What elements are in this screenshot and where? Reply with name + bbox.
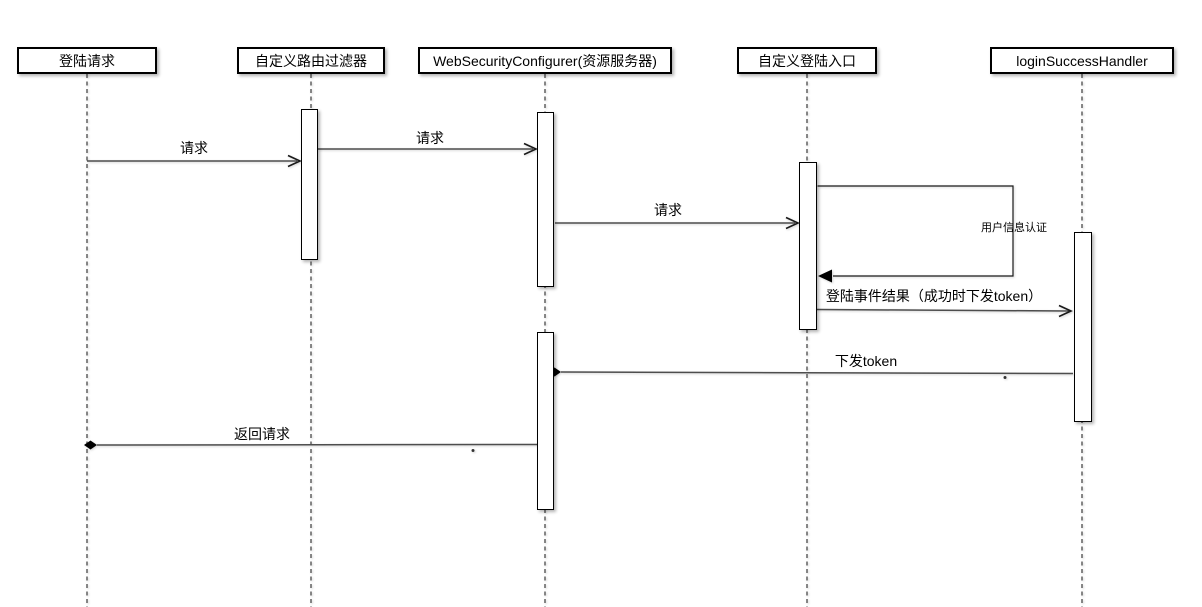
participant-label: WebSecurityConfigurer(资源服务器) bbox=[433, 52, 657, 69]
participant-label: loginSuccessHandler bbox=[1016, 52, 1148, 69]
diamond-endpoint-icon bbox=[84, 440, 97, 450]
message-label-request-2: 请求 bbox=[416, 130, 444, 146]
activation-custom-route-filter bbox=[301, 109, 318, 260]
participant-web-security-configurer: WebSecurityConfigurer(资源服务器) bbox=[418, 47, 672, 74]
participant-login-success-handler: loginSuccessHandler bbox=[990, 47, 1174, 74]
stray-dot bbox=[471, 449, 475, 452]
stray-dot bbox=[1003, 376, 1007, 379]
open-arrowhead-icon bbox=[785, 216, 800, 230]
message-line-login-event-result bbox=[816, 308, 1070, 312]
message-label-return-request: 返回请求 bbox=[234, 426, 290, 442]
open-arrowhead-icon bbox=[1058, 304, 1073, 318]
activation-web-security-configurer-1 bbox=[537, 112, 554, 287]
open-arrowhead-icon bbox=[287, 154, 302, 168]
open-arrowhead-icon bbox=[523, 142, 538, 156]
message-label-request-1: 请求 bbox=[180, 140, 208, 156]
participant-label: 登陆请求 bbox=[59, 52, 115, 69]
filled-arrowhead-icon bbox=[818, 269, 832, 283]
participant-label: 自定义登陆入口 bbox=[758, 52, 856, 69]
participant-custom-login-entry: 自定义登陆入口 bbox=[737, 47, 877, 74]
message-line-return-request bbox=[96, 443, 538, 446]
activation-web-security-configurer-2 bbox=[537, 332, 554, 510]
participant-custom-route-filter: 自定义路由过滤器 bbox=[237, 47, 385, 74]
participant-label: 自定义路由过滤器 bbox=[255, 52, 367, 69]
message-line-issue-token bbox=[560, 371, 1074, 375]
message-label-request-3: 请求 bbox=[654, 202, 682, 218]
activation-login-success-handler bbox=[1074, 232, 1092, 422]
message-label-user-info-auth: 用户信息认证 bbox=[981, 222, 1047, 234]
message-label-login-event-result: 登陆事件结果（成功时下发token） bbox=[825, 288, 1043, 304]
activation-custom-login-entry bbox=[799, 162, 817, 330]
message-label-issue-token: 下发token bbox=[834, 353, 898, 369]
self-call-loop-line bbox=[817, 185, 1014, 277]
participant-login-request: 登陆请求 bbox=[17, 47, 157, 74]
